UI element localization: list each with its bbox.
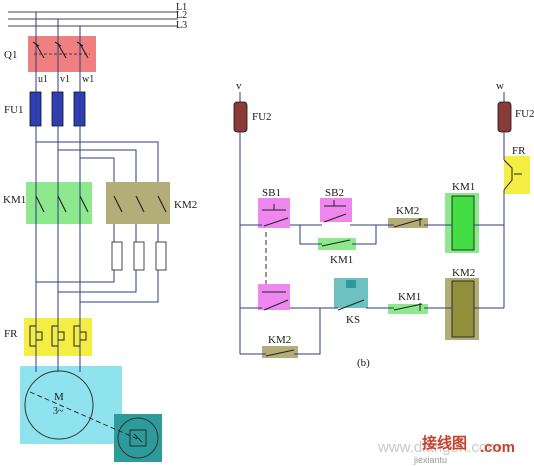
km2-interlock-label: KM2 xyxy=(396,205,419,217)
bus-label-l2: L2 xyxy=(176,10,187,21)
watermark-sub: jiexiantu xyxy=(413,455,447,465)
km1-contactor-highlight xyxy=(26,182,92,224)
watermark: www.diangon.com 接线图 .com jiexiantu xyxy=(377,434,515,465)
bus-label-l3: L3 xyxy=(176,20,187,31)
motor-speed-link xyxy=(29,391,141,441)
motor-circle xyxy=(24,370,94,440)
fr-contact-label: FR xyxy=(512,145,526,157)
motor-highlight xyxy=(20,366,122,444)
speed-relay-circle xyxy=(117,417,159,459)
fu2-right-label: FU2 xyxy=(515,108,534,120)
supply-label-w: w xyxy=(496,80,504,92)
terminal-label-v1: v1 xyxy=(60,74,70,85)
fu2-left-label: FU2 xyxy=(252,111,272,123)
fr-main-label: FR xyxy=(4,328,18,340)
terminal-label-w1: w1 xyxy=(82,74,94,85)
motor-label: M xyxy=(54,391,64,403)
terminal-label-u1: u1 xyxy=(38,74,48,85)
supply-label-v: v xyxy=(236,80,242,92)
caption-b: (b) xyxy=(357,357,370,369)
fu2-left-fuse xyxy=(233,101,248,133)
motor-phase-label: 3~ xyxy=(53,406,64,417)
km1-holding-label: KM1 xyxy=(330,254,353,266)
km1-main-label: KM1 xyxy=(3,194,26,206)
main-wires xyxy=(35,12,159,372)
ks-contact-marker xyxy=(346,280,356,288)
km1-coil xyxy=(451,195,475,251)
speed-relay-mark xyxy=(129,429,147,447)
ks-label: KS xyxy=(346,314,360,326)
sb2-button-highlight xyxy=(320,198,352,222)
bus-label-l1: L1 xyxy=(176,2,187,13)
km2-main-label: KM2 xyxy=(174,199,197,211)
watermark-url: www.diangon.com xyxy=(377,439,500,456)
control-contact-symbols xyxy=(262,159,522,357)
main-circuit: L1 L2 L3 Q1 FU1 KM1 KM2 FR M 3 xyxy=(3,2,197,462)
resistors xyxy=(111,241,167,271)
km1-interlock-label: KM1 xyxy=(398,291,421,303)
km2-contactor-highlight xyxy=(106,182,170,224)
bus-bars xyxy=(8,11,178,27)
fu2-right-fuse xyxy=(497,101,512,133)
control-wires xyxy=(239,92,505,355)
sb2-label: SB2 xyxy=(325,187,344,199)
km2-contacts xyxy=(113,195,167,213)
sb1-button-highlight xyxy=(258,198,290,228)
control-circuit: v w FU2 FU2 FR SB1 SB2 KM1 KM2 KM1 KS KM… xyxy=(233,80,534,369)
km1-coil-label: KM1 xyxy=(452,181,475,193)
fr-contact-highlight xyxy=(504,156,530,194)
km2-coil-label: KM2 xyxy=(452,267,475,279)
km1-contacts xyxy=(35,195,89,213)
km1-interlock-highlight xyxy=(388,304,428,314)
q1-label: Q1 xyxy=(4,49,17,61)
watermark-brand-suffix: .com xyxy=(480,439,515,456)
sb1-label: SB1 xyxy=(262,187,281,199)
q1-switch-blades xyxy=(32,41,89,59)
fr-heater-elements xyxy=(29,325,87,347)
km2-holding-label: KM2 xyxy=(268,334,291,346)
fu1-label: FU1 xyxy=(4,104,24,116)
km1-holding-highlight xyxy=(318,238,356,250)
watermark-brand: 接线图 xyxy=(422,434,467,452)
km2-coil xyxy=(451,280,475,338)
